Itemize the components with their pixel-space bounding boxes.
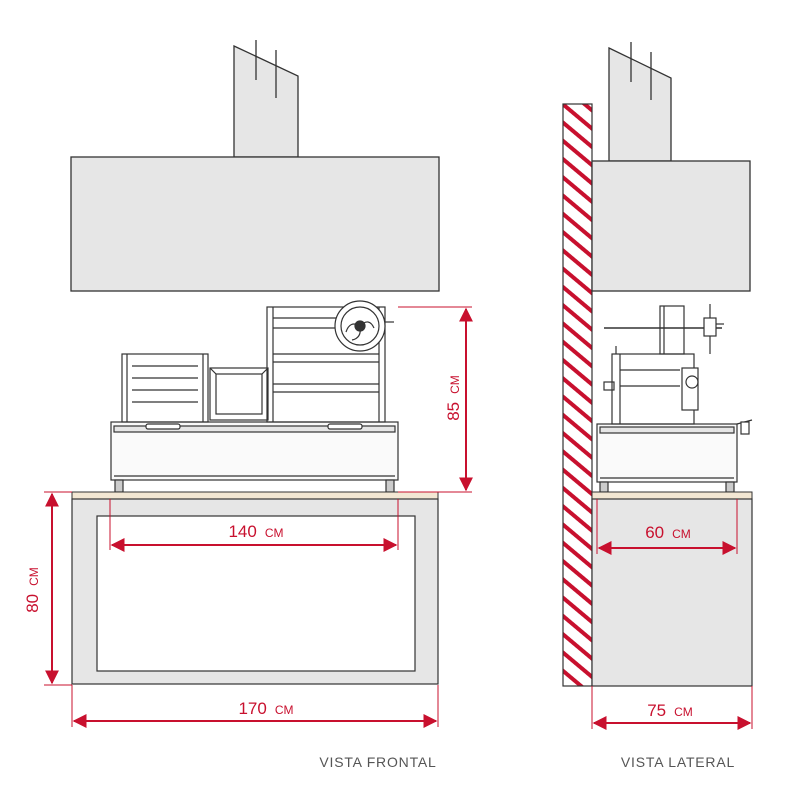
front-grill [110, 300, 399, 493]
side-wall [562, 103, 593, 687]
front-view-label: VISTA FRONTAL [319, 754, 436, 770]
side-view: 60 CM 75 CM VISTA LATERAL [562, 42, 753, 770]
dim-grill-width: 140 CM [109, 499, 399, 552]
svg-text:75 CM: 75 CM [647, 701, 693, 720]
dim-base-height: 80 CM [23, 491, 72, 686]
svg-text:60 CM: 60 CM [645, 523, 691, 542]
front-chimney [233, 40, 299, 158]
side-chimney [608, 42, 672, 162]
side-base [591, 498, 753, 687]
dim-grill-depth-value: 60 [645, 523, 664, 542]
side-hood [591, 160, 751, 292]
front-view: 85 CM 140 CM 80 CM [23, 40, 473, 770]
dim-base-height-unit: CM [27, 567, 41, 586]
dim-base-width: 170 CM [71, 685, 439, 728]
dim-base-depth: 75 CM [591, 686, 753, 730]
dim-grill-height-value: 85 [444, 402, 463, 421]
svg-text:170 CM: 170 CM [238, 699, 293, 718]
side-countertop [591, 491, 753, 500]
front-countertop [71, 491, 439, 500]
dim-grill-width-value: 140 [228, 522, 256, 541]
dim-grill-height: 85 CM [398, 306, 473, 493]
svg-text:140 CM: 140 CM [228, 522, 283, 541]
dim-base-width-value: 170 [238, 699, 266, 718]
side-view-label: VISTA LATERAL [621, 754, 735, 770]
front-hood [70, 156, 440, 292]
dim-grill-width-unit: CM [265, 526, 284, 540]
dim-base-depth-value: 75 [647, 701, 666, 720]
dim-grill-height-unit: CM [448, 375, 462, 394]
side-grill [596, 304, 753, 493]
dim-base-width-unit: CM [275, 703, 294, 717]
svg-text:85 CM: 85 CM [444, 375, 463, 421]
dim-grill-depth: 60 CM [596, 499, 738, 555]
dim-base-height-value: 80 [23, 594, 42, 613]
dim-base-depth-unit: CM [674, 705, 693, 719]
dim-grill-depth-unit: CM [672, 527, 691, 541]
svg-text:80 CM: 80 CM [23, 567, 42, 613]
